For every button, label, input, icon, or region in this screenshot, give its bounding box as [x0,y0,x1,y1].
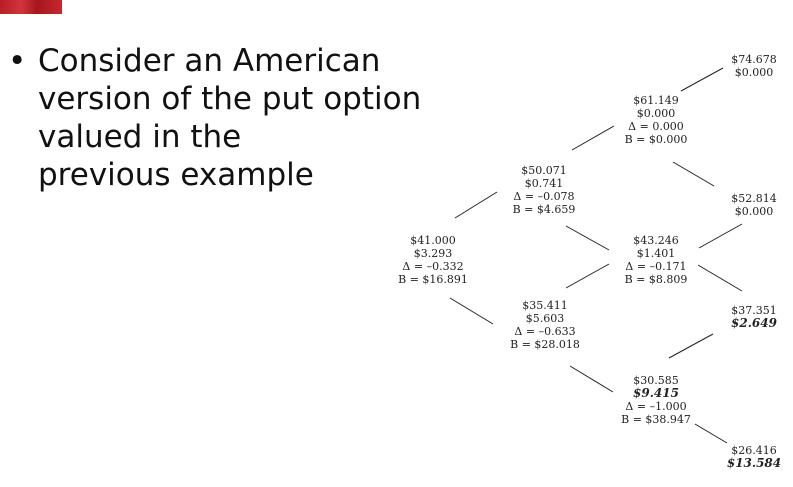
node-stock-price: $41.000 [410,234,456,247]
tree-edge [694,423,728,444]
node-option-value: $13.584 [726,456,782,470]
node-option-value: $0.000 [734,205,774,218]
node-stock-price: $52.814 [731,192,777,205]
node-bond: B = $8.809 [624,273,688,286]
node-stock-price: $43.246 [633,234,679,247]
node-bond: B = $4.659 [512,203,576,216]
node-option-value: $0.741 [524,177,564,190]
node-stock-price: $35.411 [522,299,568,312]
bullet-line: valued in the [38,119,242,155]
node-option-value: $2.649 [731,316,777,330]
node-stock-price: $37.351 [731,304,777,317]
node-delta: Δ = –0.633 [514,325,576,338]
tree-node-n3ddd: $26.416 $13.584 [727,444,781,470]
node-delta: Δ = –0.078 [513,190,575,203]
bullet-line: Consider an American [38,43,381,79]
bullet-line: previous example [38,157,314,193]
node-bond: B = $0.000 [624,133,688,146]
tree-edge [565,225,610,251]
tree-node-n3udd: $37.351 $2.649 [731,304,777,330]
node-stock-price: $74.678 [731,53,777,66]
node-stock-price: $50.071 [521,164,567,177]
tree-node-n2uu: $61.149 $0.000 Δ = 0.000 B = $0.000 [625,94,688,146]
bullet-text: Consider an American version of the put … [38,42,421,194]
node-delta: Δ = –1.000 [625,400,687,413]
tree-node-n1d: $35.411 $5.603 Δ = –0.633 B = $28.018 [510,299,580,351]
tree-edge [454,191,498,219]
tree-node-n2ud: $43.246 $1.401 Δ = –0.171 B = $8.809 [625,234,688,286]
tree-edge [569,365,614,393]
bullet-icon: • [8,43,27,79]
node-stock-price: $61.149 [633,94,679,107]
node-option-value: $0.000 [636,107,676,120]
tree-node-n3uuu: $74.678 $0.000 [731,53,777,79]
tree-edge [571,125,615,151]
node-bond: B = $38.947 [621,413,691,426]
node-delta: Δ = –0.171 [625,260,687,273]
node-delta: Δ = –0.332 [402,260,464,273]
node-delta: Δ = 0.000 [628,120,684,133]
node-option-value: $9.415 [633,386,679,400]
tree-edge [449,297,494,325]
node-option-value: $0.000 [734,66,774,79]
tree-node-n3uud: $52.814 $0.000 [731,192,777,218]
tree-node-n1u: $50.071 $0.741 Δ = –0.078 B = $4.659 [513,164,576,216]
tree-edge [672,161,715,187]
node-option-value: $1.401 [636,247,676,260]
bullet-line: version of the put option [38,81,422,117]
tree-edge [697,264,743,292]
tree-edge [668,333,714,359]
red-logo-band [0,0,62,14]
node-bond: B = $16.891 [398,273,468,286]
node-option-value: $3.293 [413,247,453,260]
tree-node-n2dd: $30.585 $9.415 Δ = –1.000 B = $38.947 [621,374,691,426]
node-option-value: $5.603 [525,312,565,325]
tree-edge [680,67,724,92]
tree-node-n0: $41.000 $3.293 Δ = –0.332 B = $16.891 [398,234,468,286]
node-bond: B = $28.018 [510,338,580,351]
node-stock-price: $26.416 [731,444,777,457]
tree-edge [565,263,610,289]
tree-edge [698,223,743,249]
node-stock-price: $30.585 [633,374,679,387]
